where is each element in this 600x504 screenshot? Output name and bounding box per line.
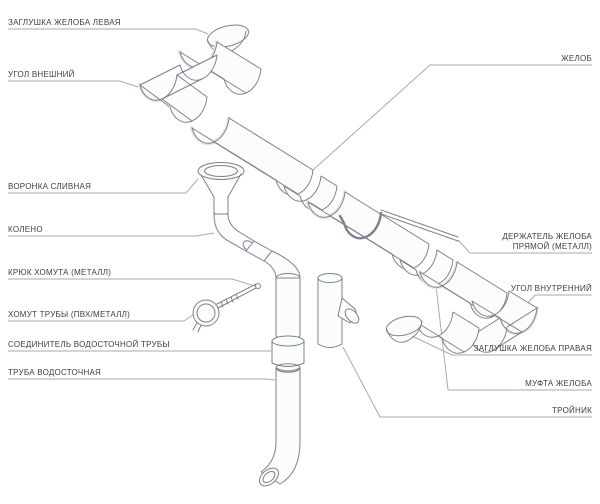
leader-lines [8, 28, 592, 418]
inner-corner-drawing [469, 290, 539, 353]
leader-gutter-bracket [457, 239, 592, 254]
leader-gutter-coupling [435, 285, 592, 391]
label-gutter-bracket: ДЕРЖАТЕЛЬ ЖЕЛОБА ПРЯМОЙ (металл) [502, 232, 592, 251]
leader-inner-corner [525, 294, 592, 306]
leader-downpipe [8, 378, 276, 381]
label-gutter: ЖЕЛОБ [561, 54, 592, 63]
label-clamp-hook: КРЮК ХОМУТА (металл) [8, 268, 112, 277]
downpipe-lower-drawing [258, 363, 301, 487]
pipe-connector-drawing [271, 335, 305, 367]
label-end-cap-left: ЗАГЛУШКА ЖЕЛОБА ЛЕВАЯ [8, 18, 121, 27]
label-pipe-connector: СОЕДИНИТЕЛЬ ВОДОСТОЧНОЙ ТРУБЫ [8, 340, 170, 349]
leader-end-cap-left [8, 28, 209, 35]
label-downpipe: ТРУБА ВОДОСТОЧНАЯ [8, 368, 102, 377]
label-pipe-clamp: ХОМУТ ТРУБЫ (пвх/металл) [8, 310, 131, 319]
leader-end-cap-right [411, 335, 592, 356]
gutter-bracket-drawing [338, 209, 459, 242]
gutter-stub-right-drawing [415, 311, 480, 354]
label-end-cap-right: ЗАГЛУШКА ЖЕЛОБА ПРАВАЯ [473, 344, 592, 353]
label-funnel: ВОРОНКА СЛИВНАЯ [8, 182, 92, 191]
leader-funnel [8, 178, 199, 194]
label-outer-corner: УГОЛ ВНЕШНИЙ [8, 70, 75, 79]
label-tee: ТРОЙНИК [552, 406, 592, 415]
gutter-section-a-drawing [190, 116, 314, 196]
gutter-end-cap-right-drawing [385, 315, 423, 343]
pipe-clamp-drawing [192, 299, 220, 333]
leader-clamp-hook [8, 278, 256, 287]
leader-gutter [312, 64, 592, 171]
leader-pipe-clamp [8, 313, 195, 322]
label-elbow: КОЛЕНО [8, 225, 43, 234]
outer-corner-drawing [138, 54, 218, 123]
leader-tee [342, 346, 592, 418]
leader-elbow [8, 232, 215, 237]
tee-drawing [317, 273, 360, 348]
label-inner-corner: УГОЛ ВНУТРЕННИЙ [510, 284, 592, 293]
downpipe-upper-drawing [275, 277, 301, 340]
leader-outer-corner [8, 80, 139, 88]
funnel-drawing [197, 162, 245, 216]
label-gutter-coupling: МУФТА ЖЕЛОБА [525, 379, 592, 388]
clamp-hook-rod-drawing [216, 283, 261, 309]
